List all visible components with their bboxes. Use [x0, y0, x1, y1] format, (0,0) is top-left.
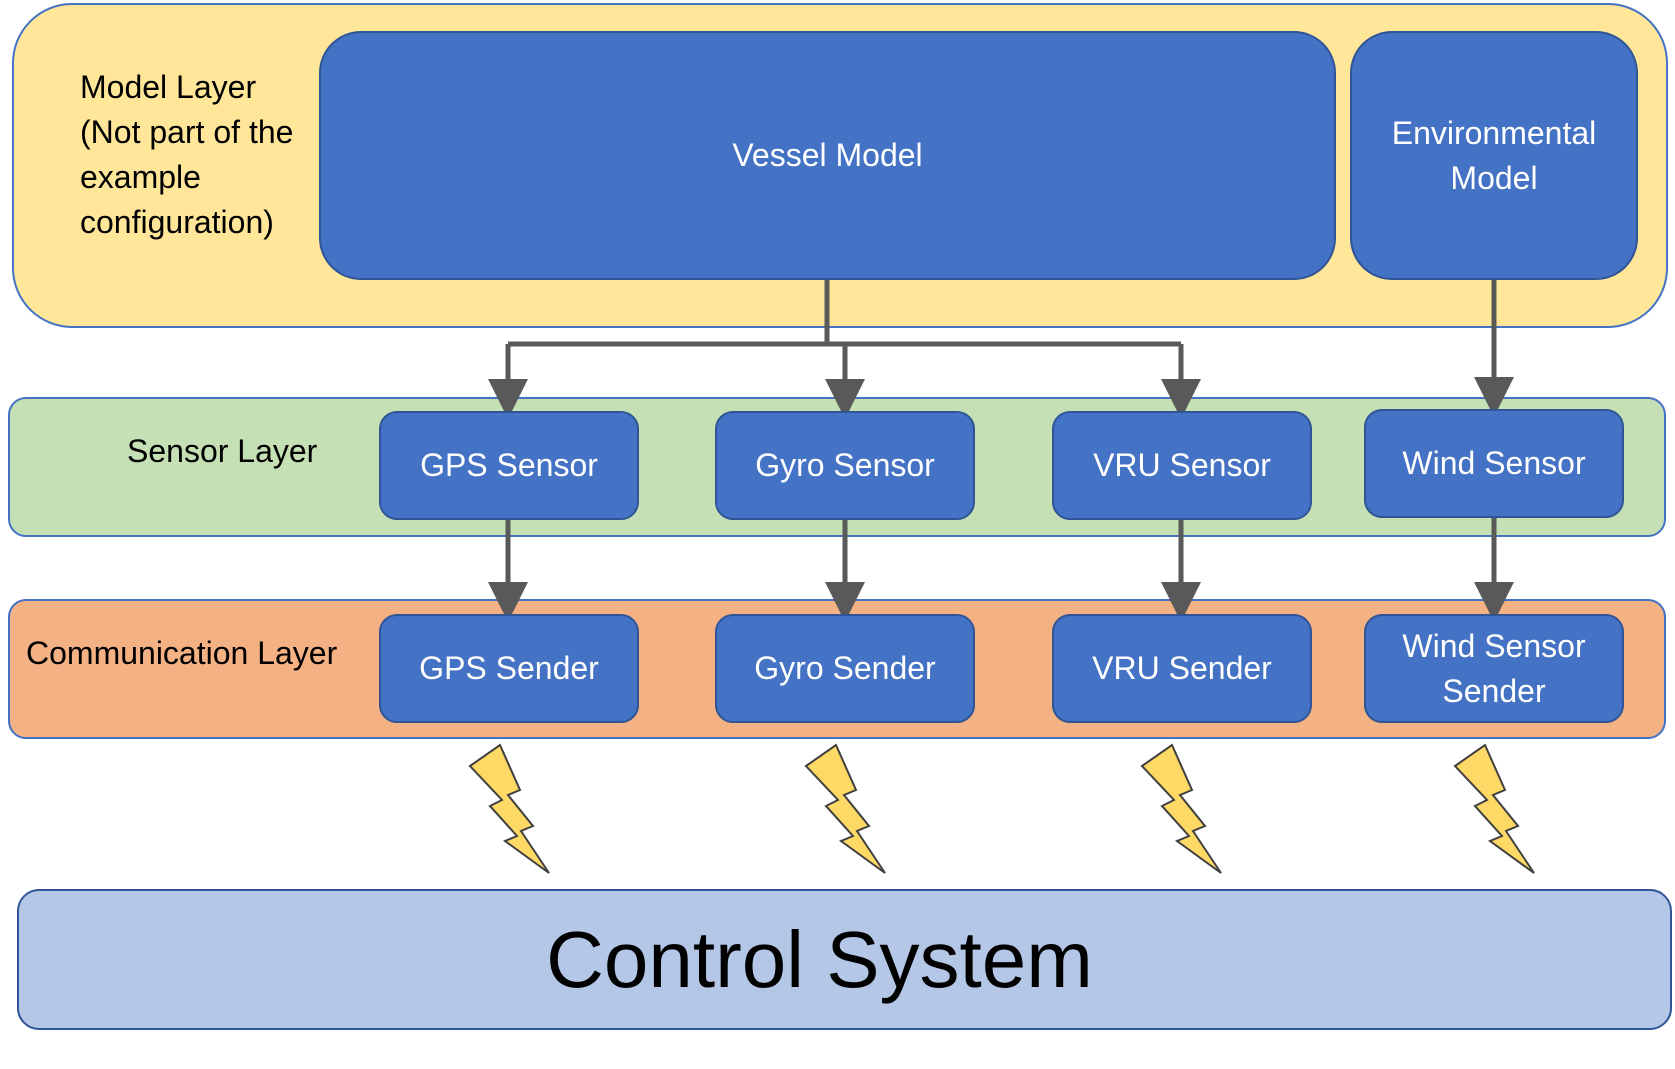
lightning-bolt-icon: [1453, 743, 1535, 874]
model-layer-label: Model Layer (Not part of the example con…: [80, 69, 294, 240]
environmental-model-box: Environmental Model: [1350, 31, 1638, 280]
control-system-label: Control System: [546, 914, 1093, 1004]
vessel-model-label: Vessel Model: [732, 137, 923, 173]
gps-sender-box: GPS Sender: [379, 614, 639, 723]
wind-sensor-label: Wind Sensor: [1402, 445, 1586, 481]
vru-sensor-box: VRU Sensor: [1052, 411, 1312, 520]
gps-sensor-label: GPS Sensor: [420, 447, 598, 483]
vru-sender-box: VRU Sender: [1052, 614, 1312, 723]
gyro-sensor-box: Gyro Sensor: [715, 411, 975, 520]
environmental-model-label: Environmental Model: [1391, 114, 1597, 196]
lightning-bolt-icon: [1140, 743, 1222, 874]
gps-sender-label: GPS Sender: [419, 650, 599, 686]
gyro-sensor-label: Gyro Sensor: [755, 447, 935, 483]
wind-sensor-sender-box: Wind Sensor Sender: [1364, 614, 1624, 723]
sensor-layer-label: Sensor Layer: [127, 433, 318, 469]
communication-layer-label: Communication Layer: [26, 635, 338, 671]
wind-sensor-box: Wind Sensor: [1364, 409, 1624, 518]
vru-sensor-label: VRU Sensor: [1093, 447, 1271, 483]
wind-sensor-sender-label: Wind Sensor Sender: [1402, 627, 1586, 709]
gyro-sender-box: Gyro Sender: [715, 614, 975, 723]
lightning-bolt-icon: [468, 743, 550, 874]
control-system: Control System: [17, 889, 1672, 1030]
lightning-bolt-icon: [804, 743, 886, 874]
vessel-model-box: Vessel Model: [319, 31, 1336, 280]
gps-sensor-box: GPS Sensor: [379, 411, 639, 520]
vru-sender-label: VRU Sender: [1092, 650, 1272, 686]
gyro-sender-label: Gyro Sender: [754, 650, 936, 686]
